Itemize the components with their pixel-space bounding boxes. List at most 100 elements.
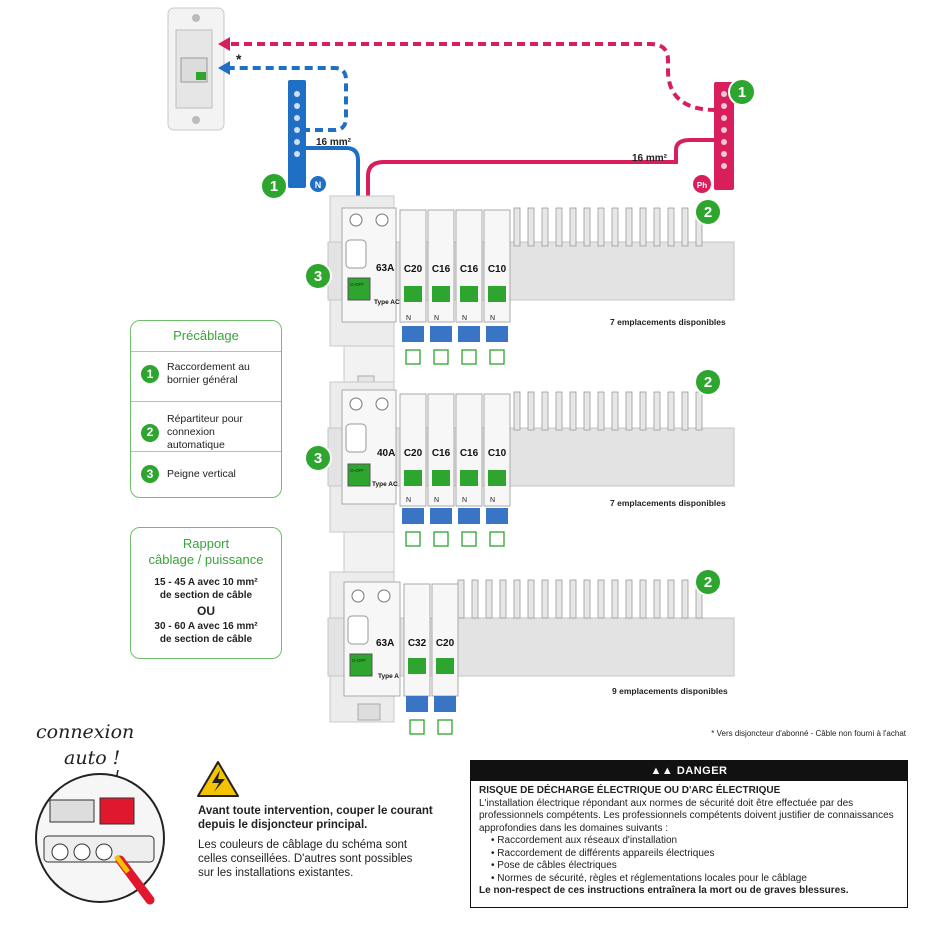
warning-line-1: Avant toute intervention, couper le cour… bbox=[198, 805, 433, 817]
legend-item-1: 1 Raccordement au bornier général bbox=[141, 361, 273, 387]
arrow-head-neutral bbox=[218, 61, 230, 75]
svg-text:N: N bbox=[434, 497, 439, 504]
breaker-1-3: C16 bbox=[460, 264, 479, 275]
svg-text:N: N bbox=[406, 315, 411, 322]
legend-num-1: 1 bbox=[141, 365, 159, 383]
circuit-icons-2 bbox=[405, 531, 505, 547]
legend-title: Précâblage bbox=[173, 328, 239, 343]
danger-box: ▲▲ DANGER RISQUE DE DÉCHARGE ÉLECTRIQUE … bbox=[470, 760, 908, 908]
connexion-line2: auto ! bbox=[64, 747, 120, 769]
ratio-box: Rapport câblage / puissance 15 - 45 A av… bbox=[130, 527, 282, 659]
ratio-line-3: 30 - 60 A avec 16 mm² bbox=[154, 621, 258, 632]
badge-comb-1 bbox=[694, 198, 722, 226]
legend-num-3: 3 bbox=[141, 465, 159, 483]
warning-line-2: depuis le disjoncteur principal. bbox=[198, 819, 368, 831]
badge-vertical-2 bbox=[304, 444, 332, 472]
legend-text-2: Répartiteur pour connexion automatique bbox=[167, 413, 243, 451]
breaker-2-1: C20 bbox=[404, 448, 423, 459]
comb-teeth-1 bbox=[513, 207, 703, 247]
svg-text:1: 1 bbox=[270, 178, 278, 195]
svg-text:2: 2 bbox=[704, 574, 712, 591]
svg-text:N: N bbox=[490, 497, 495, 504]
warning-triangle-icon bbox=[197, 761, 239, 797]
svg-text:O-OFF: O-OFF bbox=[350, 282, 364, 287]
legend-divider bbox=[131, 401, 281, 402]
danger-bullet-1: Raccordement aux réseaux d'installation bbox=[491, 835, 899, 848]
circuit-icons-1 bbox=[405, 349, 505, 365]
subscriber-breaker bbox=[167, 7, 225, 131]
svg-text:2: 2 bbox=[704, 374, 712, 391]
neutral-busbar bbox=[288, 80, 306, 188]
svg-text:3: 3 bbox=[314, 268, 322, 285]
ratio-line-4: de section de câble bbox=[159, 634, 253, 645]
breaker-1-2: C16 bbox=[432, 264, 451, 275]
warning-line-3: Les couleurs de câblage du schéma sont bbox=[198, 839, 408, 851]
breakers-1 bbox=[399, 209, 511, 342]
legend-item-2: 2 Répartiteur pour connexion automatique bbox=[141, 413, 273, 452]
ratio-title-2: câblage / puissance bbox=[148, 552, 264, 567]
svg-text:N: N bbox=[406, 497, 411, 504]
breaker-1-4: C10 bbox=[488, 264, 507, 275]
breaker-1-1: C20 bbox=[404, 264, 423, 275]
phase-tag bbox=[693, 175, 711, 193]
danger-body: RISQUE DE DÉCHARGE ÉLECTRIQUE OU D'ARC É… bbox=[471, 781, 907, 902]
main-type-1: Type AC bbox=[374, 299, 400, 306]
danger-warning-icon: ▲▲ bbox=[650, 765, 677, 777]
badge-neutral-1 bbox=[260, 172, 288, 200]
main-rating-3: 63A bbox=[376, 638, 394, 649]
neutral-tag bbox=[310, 176, 326, 192]
legend-divider bbox=[131, 451, 281, 452]
legend-divider bbox=[131, 351, 281, 352]
ratio-line-1: 15 - 45 A avec 10 mm² bbox=[154, 577, 258, 588]
main-rcd-3 bbox=[343, 581, 401, 697]
neutral-feed-wire bbox=[306, 146, 360, 212]
section-right-label: 16 mm² bbox=[632, 153, 668, 164]
ratio-line-2: de section de câble bbox=[159, 590, 253, 601]
svg-text:1: 1 bbox=[738, 84, 746, 101]
comb-teeth-3 bbox=[457, 579, 703, 619]
warning-line-4: celles conseillées. D'autres sont possib… bbox=[198, 853, 413, 865]
legend-text-3: Peigne vertical bbox=[167, 467, 236, 480]
section-left-label: 16 mm² bbox=[316, 137, 352, 148]
main-rcd-2 bbox=[341, 389, 397, 505]
arrow-head-phase bbox=[218, 37, 230, 51]
svg-text:N: N bbox=[462, 497, 467, 504]
main-type-3: Type A bbox=[378, 673, 399, 680]
breaker-3-2: C20 bbox=[436, 638, 455, 649]
main-rcd-1 bbox=[341, 207, 397, 323]
legend-text-1: Raccordement au bornier général bbox=[167, 361, 250, 386]
ratio-or: OU bbox=[197, 604, 215, 618]
svg-text:N: N bbox=[490, 315, 495, 322]
asterisk-label: * bbox=[236, 51, 242, 67]
badge-vertical-1 bbox=[304, 262, 332, 290]
phase-feed-wire bbox=[366, 138, 714, 212]
connexion-auto-illustration: connexion auto ! bbox=[35, 721, 165, 905]
badge-comb-3 bbox=[694, 568, 722, 596]
danger-bullet-2: Raccordement de différents appareils éle… bbox=[491, 848, 899, 861]
danger-subtitle: RISQUE DE DÉCHARGE ÉLECTRIQUE OU D'ARC É… bbox=[479, 785, 781, 796]
svg-text:3: 3 bbox=[314, 450, 322, 467]
row-2: 40A Type AC O-OFF C20 C16 C16 C10 N N N … bbox=[304, 368, 735, 547]
comb-teeth-2 bbox=[513, 391, 703, 431]
precablage-legend: Précâblage 1 Raccordement au bornier gén… bbox=[130, 320, 282, 498]
badge-comb-2 bbox=[694, 368, 722, 396]
svg-text:O-OFF: O-OFF bbox=[350, 468, 364, 473]
connexion-line1: connexion bbox=[36, 721, 134, 743]
svg-text:N: N bbox=[462, 315, 467, 322]
neutral-label: N bbox=[315, 180, 322, 190]
legend-item-3: 3 Peigne vertical bbox=[141, 465, 273, 483]
vertical-comb-link-2 bbox=[343, 531, 395, 579]
main-rating-2: 40A bbox=[377, 448, 395, 459]
footnote: * Vers disjoncteur d'abonné - Câble non … bbox=[711, 729, 907, 738]
svg-text:O-OFF: O-OFF bbox=[352, 658, 366, 663]
available-2: 7 emplacements disponibles bbox=[610, 498, 726, 508]
danger-list: Raccordement aux réseaux d'installation … bbox=[479, 835, 899, 885]
breaker-2-2: C16 bbox=[432, 448, 451, 459]
danger-header: ▲▲ DANGER bbox=[471, 761, 907, 781]
danger-intro: L'installation électrique répondant aux … bbox=[479, 797, 894, 834]
breaker-2-3: C16 bbox=[460, 448, 479, 459]
breakers-3 bbox=[403, 583, 459, 712]
breaker-3-1: C32 bbox=[408, 638, 427, 649]
breakers-2 bbox=[399, 393, 511, 524]
